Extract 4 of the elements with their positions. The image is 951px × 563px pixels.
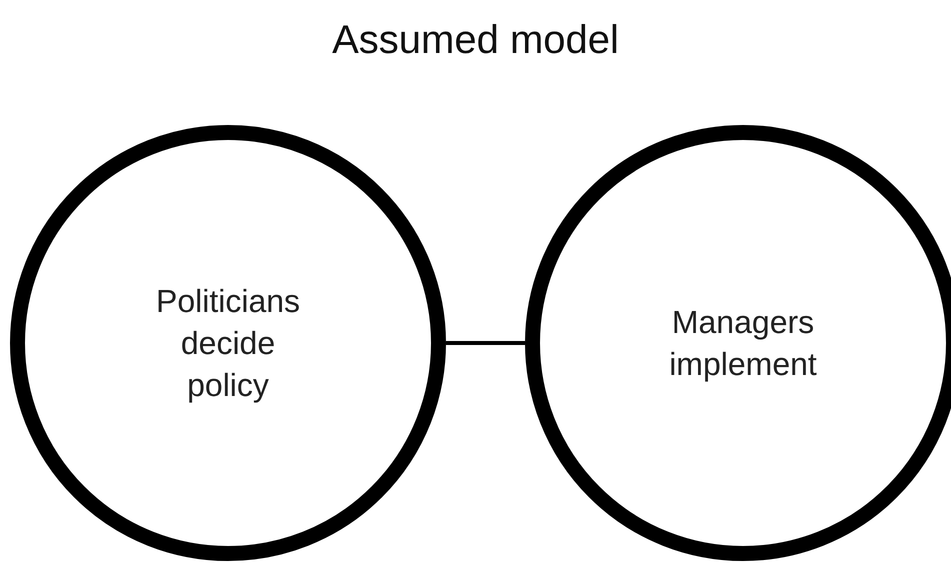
node-label: Managers implement [668, 303, 818, 384]
title: Assumed model [331, 18, 620, 63]
connector-line [446, 341, 525, 345]
node-label: Politicians decide policy [154, 282, 302, 405]
